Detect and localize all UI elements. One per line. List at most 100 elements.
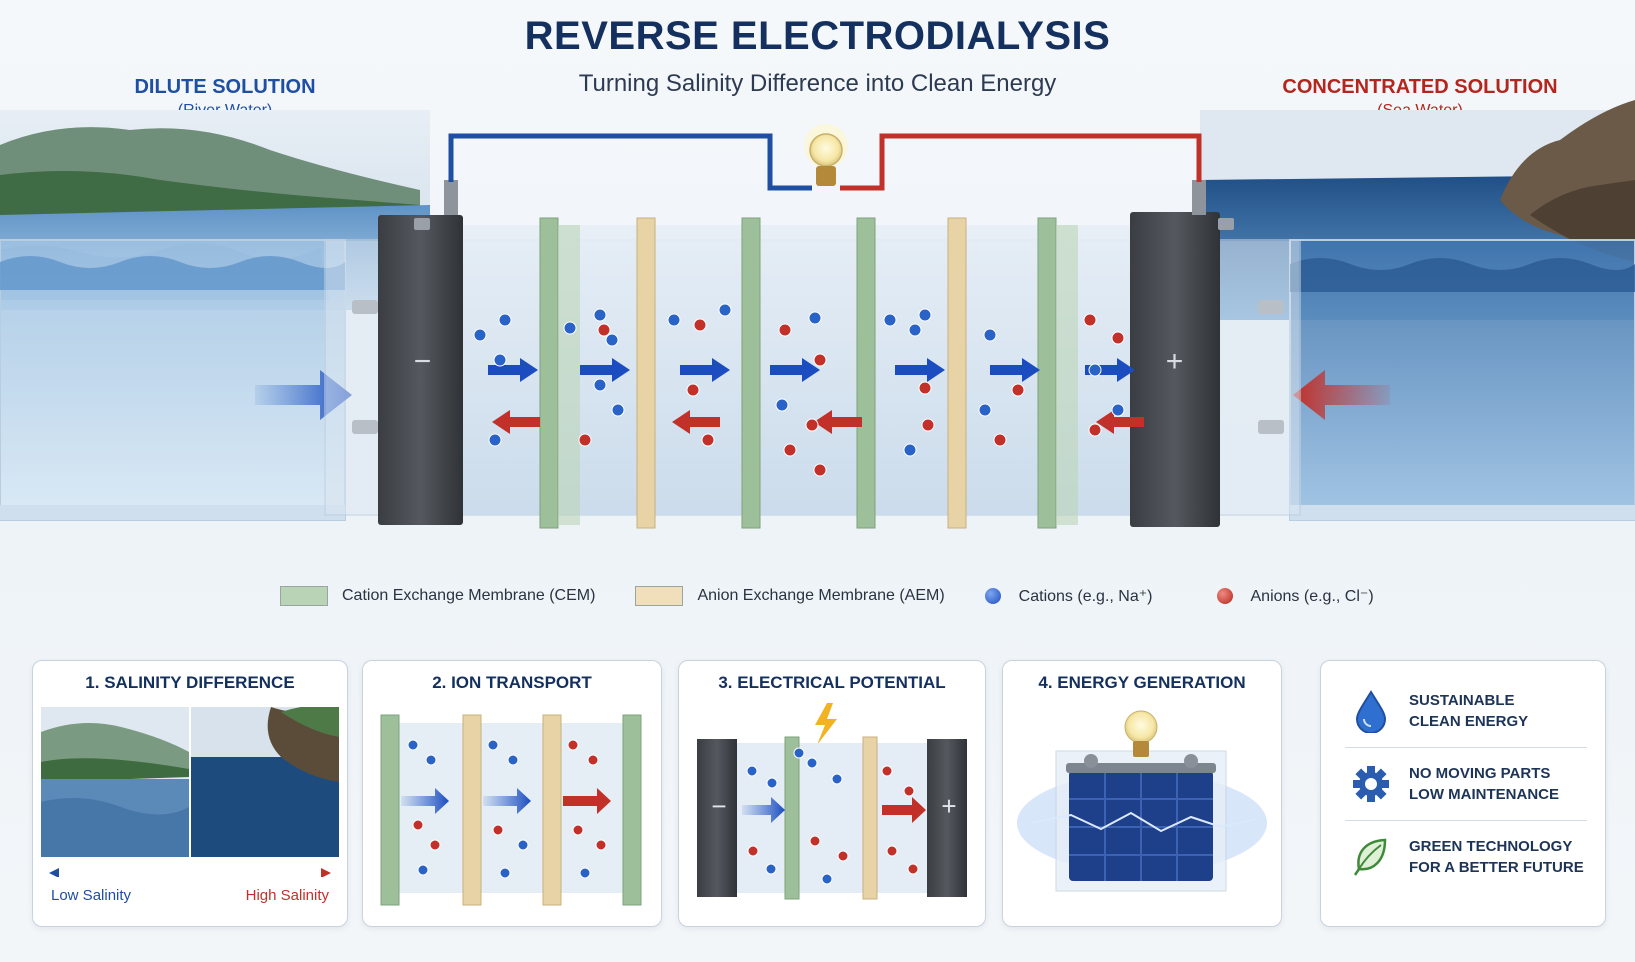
anion-dot	[492, 824, 504, 836]
panel-title: 1. SALINITY DIFFERENCE	[85, 673, 295, 692]
benefit-item: GREEN TECHNOLOGY FOR A BETTER FUTURE	[1321, 821, 1605, 893]
cation-dot	[718, 303, 732, 317]
anion-dot	[578, 433, 592, 447]
benefit-line-1: NO MOVING PARTS	[1409, 765, 1551, 782]
anion-dot	[993, 433, 1007, 447]
cation-dot	[425, 754, 437, 766]
anion-dot	[809, 835, 821, 847]
cation-dot	[908, 323, 922, 337]
cation-dot	[579, 867, 591, 879]
leaf-icon	[1353, 838, 1387, 876]
cation-dot	[605, 333, 619, 347]
cation-dot	[806, 757, 818, 769]
cation-flow-arrow	[895, 358, 945, 382]
panel-title: 4. ENERGY GENERATION	[1038, 673, 1246, 692]
concentrated-inflow-arrow	[1293, 370, 1390, 420]
negative-wire	[448, 133, 812, 191]
panel-energy-generation: 4. ENERGY GENERATION	[1002, 660, 1282, 927]
cation-dot	[563, 321, 577, 335]
low-salinity-label: Low Salinity	[51, 887, 132, 904]
anion-flow-arrow	[672, 410, 720, 434]
concentrated-tank	[1289, 239, 1635, 521]
lightning-icon	[815, 703, 837, 745]
ion-transport-diagram	[380, 714, 642, 906]
water-drop-icon	[1355, 690, 1387, 733]
panel-salinity-difference: 1. SALINITY DIFFERENCE Low Salinity High…	[32, 660, 348, 927]
anion-dot	[881, 765, 893, 777]
legend-cem: Cation Exchange Membrane (CEM)	[342, 587, 596, 604]
anion-dot	[813, 353, 827, 367]
benefit-line-1: SUSTAINABLE	[1409, 692, 1515, 709]
cation-flow-arrow	[770, 358, 820, 382]
anion-dot	[778, 323, 792, 337]
anion-dot	[693, 318, 707, 332]
negative-sign: −	[711, 791, 727, 821]
gear-icon	[1353, 766, 1389, 802]
anion-dot	[747, 845, 759, 857]
anion-flow-arrow	[1096, 410, 1144, 434]
cation-dot	[498, 313, 512, 327]
cation-dot	[831, 773, 843, 785]
light-bulb-icon	[804, 124, 848, 186]
cation-dot	[611, 403, 625, 417]
cation-dot	[1088, 363, 1102, 377]
membranes	[539, 217, 1078, 529]
anion-dot	[572, 824, 584, 836]
cation-dot	[978, 403, 992, 417]
cation-dot	[918, 308, 932, 322]
negative-electrode	[352, 180, 463, 525]
anion-dot	[805, 418, 819, 432]
cation-dot	[499, 867, 511, 879]
anion-dot	[1088, 423, 1102, 437]
electrical-potential-diagram	[697, 703, 967, 900]
cation-dot	[488, 433, 502, 447]
cation-dot	[808, 311, 822, 325]
cation-flow-arrow	[580, 358, 630, 382]
cation-dot	[775, 398, 789, 412]
anion-dot	[412, 819, 424, 831]
anion-flow-arrow	[492, 410, 540, 434]
anion-dot	[907, 863, 919, 875]
dilute-solution-label: DILUTE SOLUTION	[134, 76, 316, 98]
anion-dot	[567, 739, 579, 751]
cation-dot	[821, 873, 833, 885]
cation-dot-icon	[984, 588, 1001, 604]
anion-dot	[686, 383, 700, 397]
panel-electrical-potential: 3. ELECTRICAL POTENTIAL − +	[678, 660, 986, 927]
anion-dot	[783, 443, 797, 457]
cation-dot	[517, 839, 529, 851]
cation-dot	[407, 739, 419, 751]
cation-dot	[593, 378, 607, 392]
anion-dot	[701, 433, 715, 447]
dilute-tank	[0, 239, 346, 521]
positive-sign: +	[1165, 345, 1184, 378]
cation-dot	[487, 739, 499, 751]
anion-dot	[903, 785, 915, 797]
cation-flow-arrow	[680, 358, 730, 382]
cation-dot	[507, 754, 519, 766]
salinity-scene	[41, 707, 339, 877]
anion-dot	[813, 463, 827, 477]
aem-swatch	[635, 586, 684, 606]
cation-dot	[746, 765, 758, 777]
cation-dot	[593, 308, 607, 322]
benefit-line-2: CLEAN ENERGY	[1409, 713, 1529, 730]
anion-dot	[886, 845, 898, 857]
benefit-line-2: FOR A BETTER FUTURE	[1409, 859, 1584, 876]
cation-dot	[883, 313, 897, 327]
benefits-panel: SUSTAINABLE CLEAN ENERGY NO MOVING	[1320, 660, 1606, 927]
cation-dot	[667, 313, 681, 327]
concentrated-solution-label: CONCENTRATED SOLUTION	[1282, 76, 1558, 98]
benefit-item: NO MOVING PARTS LOW MAINTENANCE	[1321, 748, 1605, 820]
benefit-item: SUSTAINABLE CLEAN ENERGY	[1321, 675, 1605, 747]
cation-flow-arrow	[1085, 358, 1135, 382]
positive-wire	[840, 133, 1202, 191]
cation-dot	[765, 863, 777, 875]
anion-dot	[921, 418, 935, 432]
negative-sign: −	[413, 345, 432, 378]
panel-ion-transport: 2. ION TRANSPORT	[362, 660, 662, 927]
page-title: REVERSE ELECTRODIALYSIS	[524, 14, 1111, 58]
anion-flow-arrow	[814, 410, 862, 434]
anion-dot	[597, 323, 611, 337]
anion-dot	[1111, 331, 1125, 345]
